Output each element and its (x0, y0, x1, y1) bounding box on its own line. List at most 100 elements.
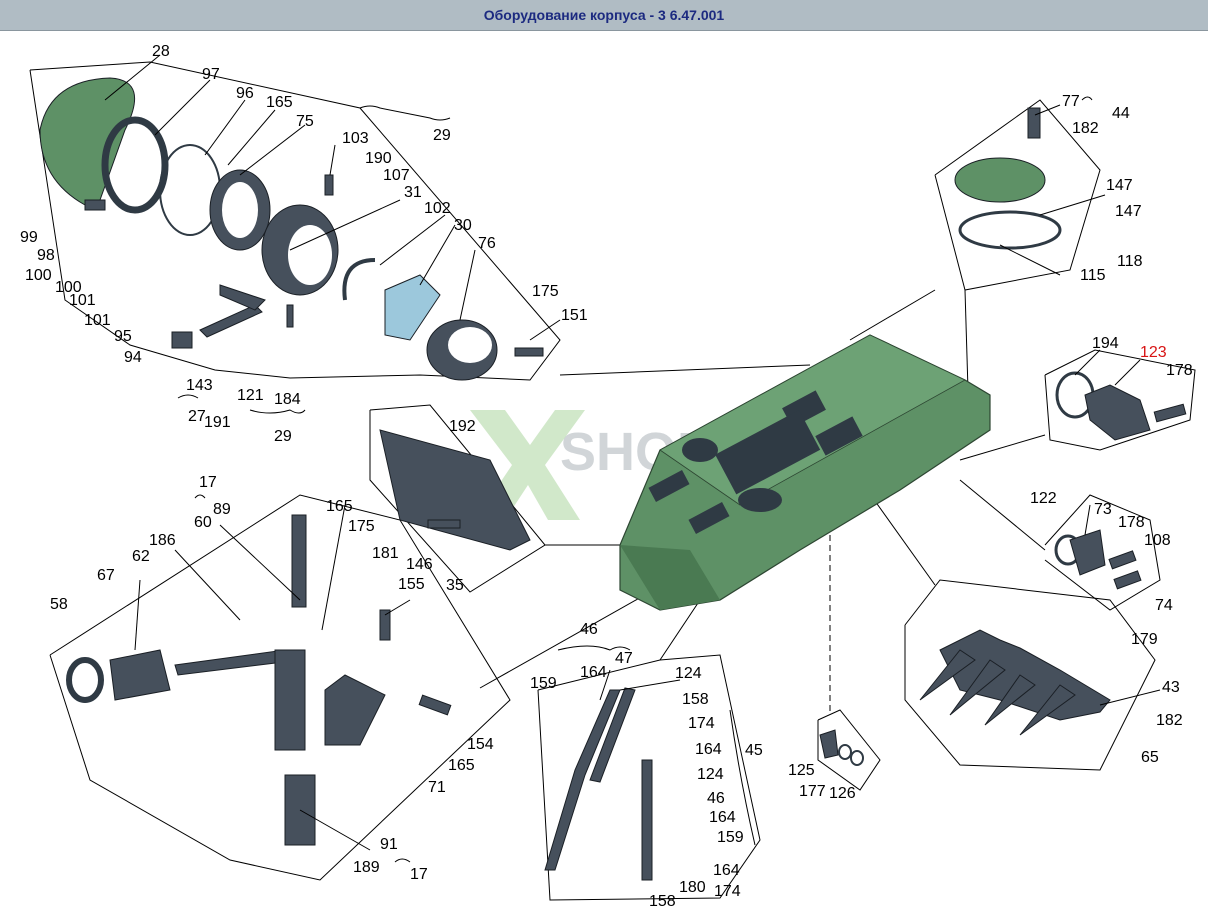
rod-part-46 (641, 759, 653, 881)
label-165: 165 (326, 498, 353, 515)
bolt-part-151 (514, 347, 544, 357)
label-100: 100 (25, 267, 52, 284)
group-outline-right-2 (1044, 494, 1161, 611)
label-91: 91 (380, 836, 398, 853)
label-165: 165 (448, 757, 475, 774)
label-89: 89 (213, 501, 231, 518)
teeth-part-43 (939, 629, 1111, 721)
group-brackets (177, 96, 1093, 863)
label-115: 115 (1080, 267, 1106, 284)
label-58: 58 (50, 596, 68, 613)
label-164: 164 (580, 664, 607, 681)
flange-part-73 (1069, 529, 1106, 576)
label-147: 147 (1115, 203, 1142, 220)
spring-part-102 (342, 258, 376, 301)
bracket-part-125 (819, 729, 839, 759)
label-164: 164 (695, 741, 722, 758)
label-182: 182 (1072, 120, 1099, 137)
parts-diagram: SHOP (20, 43, 1196, 910)
label-107: 107 (383, 167, 410, 184)
label-155: 155 (398, 576, 425, 593)
bolt-part-77 (1027, 107, 1041, 139)
label-94: 94 (124, 349, 142, 366)
window-title: Оборудование корпуса - 3 6.47.001 (483, 7, 725, 23)
plug-part-143 (171, 331, 193, 349)
rod-part-89 (291, 514, 307, 608)
label-174: 174 (688, 715, 715, 732)
label-97: 97 (202, 66, 220, 83)
label-192: 192 (449, 418, 476, 435)
label-123-highlighted: 123 (1140, 344, 1167, 361)
label-96: 96 (236, 85, 254, 102)
label-186: 186 (149, 532, 176, 549)
label-177: 177 (799, 783, 826, 800)
group-outline-center (369, 404, 546, 593)
vehicle-hull (619, 334, 991, 611)
label-100: 100 (55, 279, 82, 296)
label-158: 158 (649, 893, 676, 910)
label-44: 44 (1112, 105, 1130, 122)
label-154: 154 (467, 736, 494, 753)
label-43: 43 (1162, 679, 1180, 696)
group-outline-top-left (29, 61, 561, 381)
label-174: 174 (714, 883, 741, 900)
parts (39, 77, 1187, 881)
label-180: 180 (679, 879, 706, 896)
label-178: 178 (1166, 362, 1193, 379)
label-194: 194 (1092, 335, 1119, 352)
label-31: 31 (404, 184, 422, 201)
part-labels: 28 97 96 165 75 103 29 190 107 31 102 30… (20, 43, 1193, 910)
plate-part-30 (384, 274, 441, 341)
label-67: 67 (97, 567, 115, 584)
label-102: 102 (424, 200, 451, 217)
label-179: 179 (1131, 631, 1158, 648)
label-99: 99 (20, 229, 38, 246)
label-159: 159 (717, 829, 744, 846)
label-71: 71 (428, 779, 446, 796)
label-126: 126 (829, 785, 856, 802)
cover-part-28 (39, 77, 136, 206)
label-46: 46 (707, 790, 725, 807)
label-190: 190 (365, 150, 392, 167)
label-60: 60 (194, 514, 212, 531)
pin-part-121 (286, 304, 294, 328)
label-108: 108 (1144, 532, 1171, 549)
label-181: 181 (372, 545, 399, 562)
shaft-part-94 (199, 304, 263, 338)
label-103: 103 (342, 130, 369, 147)
label-75: 75 (296, 113, 314, 130)
boot-part-67 (109, 649, 171, 701)
label-28: 28 (152, 43, 170, 60)
lever-part-71 (274, 649, 306, 751)
label-35: 35 (446, 577, 464, 594)
label-164: 164 (713, 862, 740, 879)
label-151: 151 (561, 307, 588, 324)
label-30: 30 (454, 217, 472, 234)
label-62: 62 (132, 548, 150, 565)
label-leaders (104, 54, 1161, 851)
label-122: 122 (1030, 490, 1057, 507)
label-159: 159 (530, 675, 557, 692)
cover-part-44 (954, 157, 1046, 203)
label-125: 125 (788, 762, 815, 779)
label-178: 178 (1118, 514, 1145, 531)
label-74: 74 (1155, 597, 1173, 614)
group-outline-bottom-left (49, 494, 511, 881)
group-outline-bottom-small (817, 709, 881, 791)
label-124: 124 (697, 766, 724, 783)
ring-part-58 (66, 657, 104, 703)
label-165: 165 (266, 94, 293, 111)
label-189: 189 (353, 859, 380, 876)
box-part-35 (379, 429, 531, 551)
label-182: 182 (1156, 712, 1183, 729)
label-124: 124 (675, 665, 702, 682)
label-65: 65 (1141, 749, 1159, 766)
label-146: 146 (406, 556, 433, 573)
label-46: 46 (580, 621, 598, 638)
pin-part-103 (324, 174, 334, 196)
label-29: 29 (274, 428, 292, 445)
plate-part-71b (324, 674, 386, 746)
label-29: 29 (433, 127, 451, 144)
label-101: 101 (69, 292, 96, 309)
group-outline-right-1 (1044, 349, 1196, 451)
